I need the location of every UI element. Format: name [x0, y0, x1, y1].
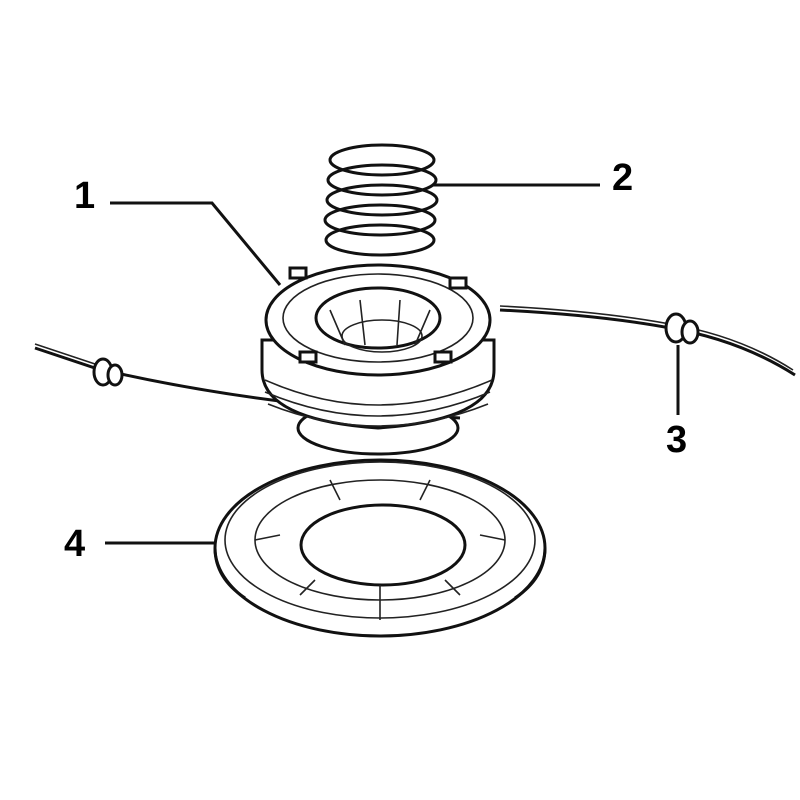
callout-3: 3 — [666, 419, 687, 461]
callout-4: 4 — [64, 523, 85, 565]
spring-part — [323, 143, 439, 257]
leader-lines — [105, 183, 680, 545]
callout-1: 1 — [74, 175, 95, 217]
base-part — [213, 458, 547, 638]
eyelet-right — [664, 312, 700, 345]
eyelet-left — [92, 357, 124, 387]
callout-2: 2 — [612, 157, 633, 199]
spool-part — [260, 263, 496, 456]
